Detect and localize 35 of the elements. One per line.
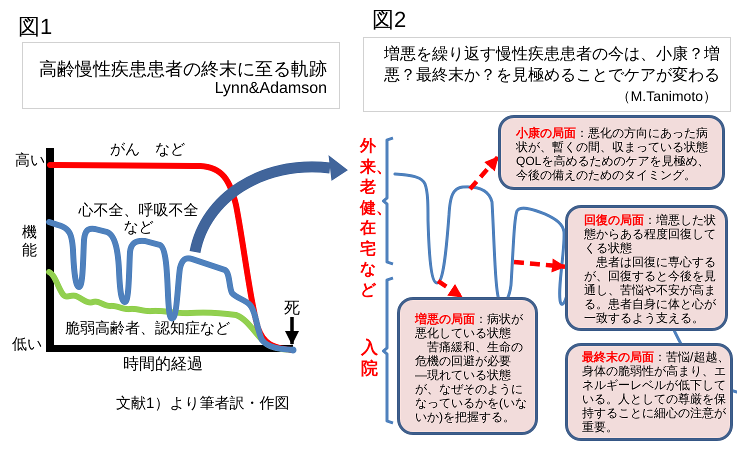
curve-label: 脆弱高齢者、認知症など (65, 321, 230, 336)
phase-text: 小康の局面：悪化の方向にあった病状が、暫くの間、収まっている状態 (516, 126, 709, 154)
phase-text: QOLを高めるためのケアを見極め、今後の備えのためのタイミング。 (516, 154, 710, 182)
phase-text: 患者は回復に専心するが、回復すると今後を見通し、苦悩や不安が高まる。患者自身に体と心が一致するよう支える。 (584, 255, 717, 325)
phase-box (565, 343, 733, 441)
bracket-label: 外来、老健、在宅など (360, 137, 382, 300)
author-text: （M.Tanimoto） (616, 87, 717, 106)
curve-label: がん など (110, 142, 185, 157)
figure-number: 図1 (18, 16, 52, 38)
axis-label: 時間的経過 (123, 357, 203, 373)
axis-label: 機能 (22, 224, 37, 260)
phase-box (397, 297, 538, 435)
arrow (285, 317, 299, 345)
phase-box (498, 115, 725, 190)
point-label: 死 (284, 301, 300, 317)
phase-box (565, 205, 728, 331)
axis-label: 高い (15, 153, 45, 168)
phase-text: 苦痛緩和、生命の危機の回避が必要 (415, 340, 524, 368)
phase-text: 最終末の局面：苦悩/超越、身体の脆弱性が高まり、エネルギーレベルが低下している。人としての尊厳を保持することに細心の注意が重要。 (582, 350, 730, 434)
title-text: 高齢慢性疾患患者の終末に至る軌跡 (38, 58, 327, 80)
figure-number: 図2 (372, 9, 406, 31)
source-note: 文献1）より筆者訳・作図 (116, 396, 290, 411)
title-box (22, 42, 340, 109)
phase-text: ―現れている状態が、なぜそのようになっているかを(いないか)を把握する。 (415, 368, 527, 424)
title-box (363, 37, 731, 112)
arrow (468, 156, 500, 190)
arrow (436, 279, 464, 299)
author-text: Lynn&Adamson (214, 80, 327, 98)
curve-label: 心不全、呼吸不全など (77, 202, 200, 236)
phase-text: 増悪の局面：病状が悪化している状態 (415, 312, 524, 340)
title-text: 増悪を繰り返す慢性疾患患者の今は、小康？増悪？最終末か？を見極めることでケアが変わる (383, 44, 720, 86)
arrow (514, 258, 566, 272)
phase-text: 回復の局面：増悪した状態からある程度回復してくる状態 (584, 213, 717, 255)
bracket-label: 入院 (361, 337, 378, 379)
axis-label: 低い (12, 337, 42, 352)
